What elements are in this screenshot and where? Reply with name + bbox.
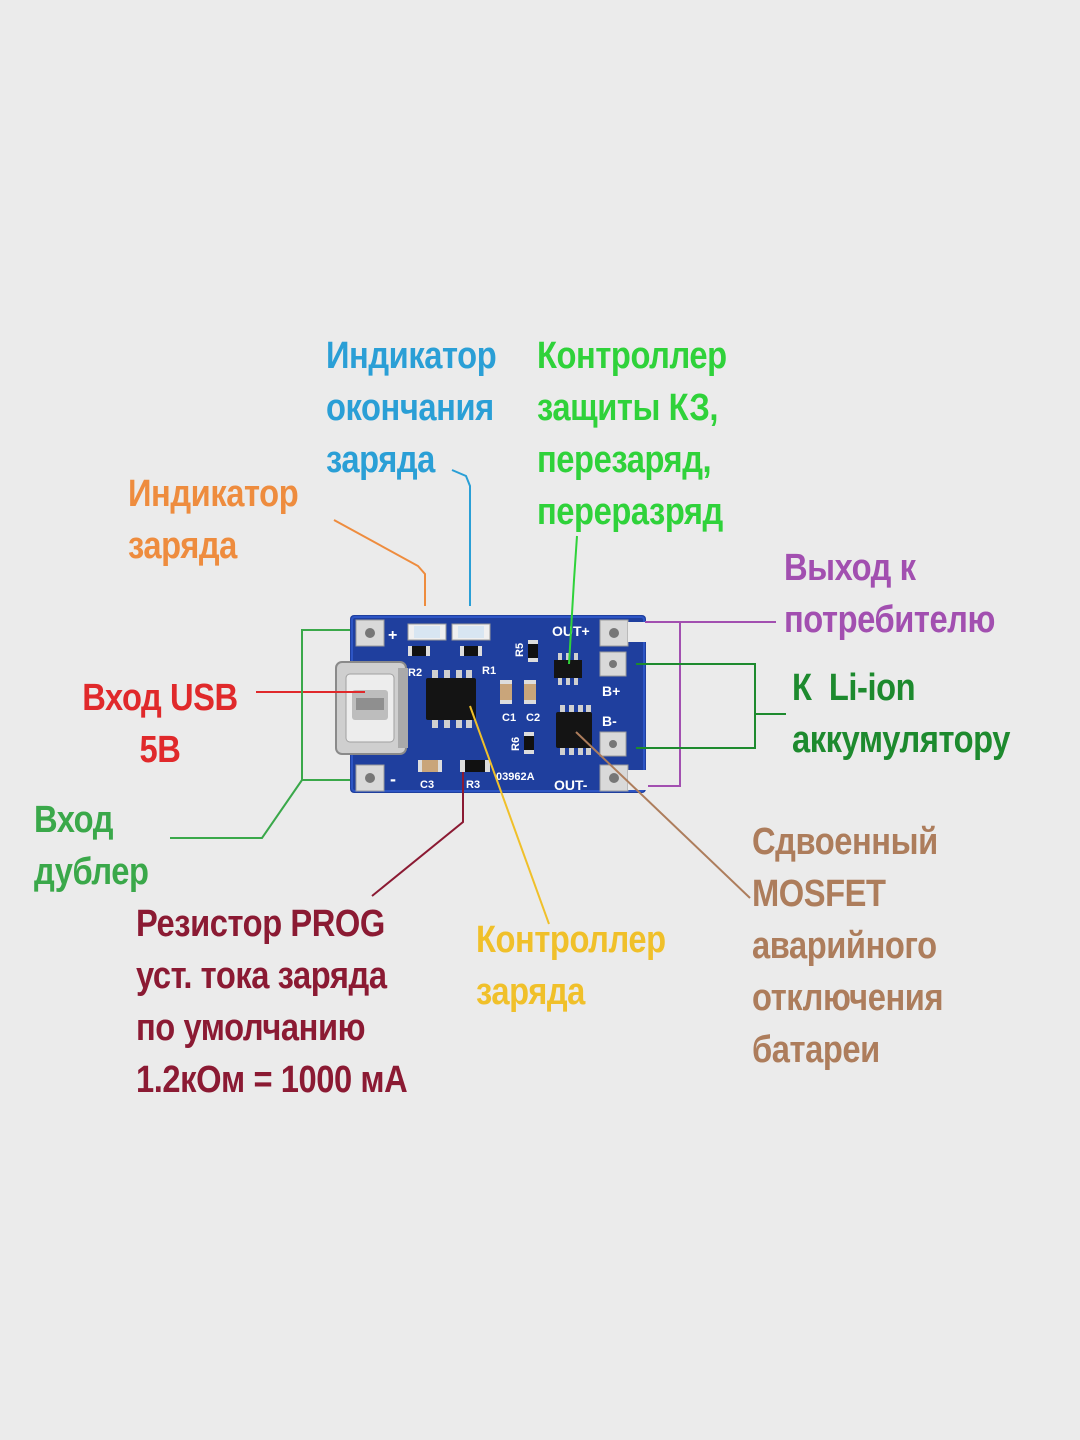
silk-c1: C1 bbox=[502, 712, 516, 724]
protection-controller-line-3: перезаряд, bbox=[537, 439, 712, 481]
led-charging bbox=[407, 623, 447, 641]
silk-plus: + bbox=[388, 627, 397, 644]
dup-input-line-2: дублер bbox=[34, 851, 149, 893]
capacitor-c2 bbox=[524, 680, 536, 704]
silk-r2: R2 bbox=[408, 667, 422, 679]
pad-b-minus bbox=[599, 731, 627, 757]
mosfet-line-1: Сдвоенный bbox=[752, 821, 938, 863]
mosfet-line-2: MOSFET bbox=[752, 873, 886, 915]
mosfet-line-3: аварийного bbox=[752, 925, 937, 967]
label-usb-input: Вход USB 5В bbox=[74, 672, 246, 776]
protection-controller-chip bbox=[554, 653, 582, 685]
pad-out-plus bbox=[599, 619, 629, 647]
resistor-r1 bbox=[460, 646, 482, 656]
label-charge-indicator: Индикатор заряда bbox=[128, 468, 299, 572]
silk-r1: R1 bbox=[482, 665, 496, 677]
resistor-r5 bbox=[528, 640, 538, 662]
silk-out-minus: OUT- bbox=[554, 777, 588, 793]
capacitor-c1 bbox=[500, 680, 512, 704]
usb-input-line-2: 5В bbox=[139, 729, 181, 771]
silk-b-minus: B- bbox=[602, 713, 617, 729]
leader-prog-resistor bbox=[371, 772, 464, 897]
mosfet-line-4: отключения bbox=[752, 977, 944, 1019]
label-protection-controller: Контроллер защиты КЗ, перезаряд, перераз… bbox=[537, 330, 727, 538]
label-prog-resistor: Резистор PROG уст. тока заряда по умолча… bbox=[136, 898, 408, 1106]
charge-indicator-line-1: Индикатор bbox=[128, 473, 299, 515]
leader-dup-input-arm bbox=[170, 779, 303, 839]
silk-model: 03962A bbox=[496, 771, 535, 783]
dup-input-line-1: Вход bbox=[34, 799, 114, 841]
resistor-r6 bbox=[524, 732, 534, 754]
micro-usb-connector bbox=[335, 661, 408, 755]
silk-c2: C2 bbox=[526, 712, 540, 724]
protection-controller-line-4: переразряд bbox=[537, 491, 723, 533]
charge-controller-line-2: заряда bbox=[476, 971, 585, 1013]
silk-r3: R3 bbox=[466, 779, 480, 791]
leader-mosfet bbox=[575, 731, 751, 899]
charge-controller-chip bbox=[426, 670, 476, 728]
dual-mosfet-chip bbox=[556, 705, 592, 755]
protection-controller-line-2: защиты КЗ, bbox=[537, 387, 719, 429]
silk-r6: R6 bbox=[510, 737, 522, 751]
capacitor-c3 bbox=[418, 760, 442, 772]
label-battery: К Li-ion аккумулятору bbox=[792, 662, 1010, 766]
full-indicator-line-2: окончания bbox=[326, 387, 494, 429]
prog-resistor-line-2: уст. тока заряда bbox=[136, 955, 387, 997]
prog-resistor-line-1: Резистор PROG bbox=[136, 903, 385, 945]
silk-minus: - bbox=[390, 769, 396, 789]
full-indicator-line-1: Индикатор bbox=[326, 335, 497, 377]
usb-input-line-1: Вход USB bbox=[82, 677, 238, 719]
label-full-indicator: Индикатор окончания заряда bbox=[326, 330, 497, 486]
led-full bbox=[451, 623, 491, 641]
resistor-r3-prog bbox=[460, 760, 490, 772]
mosfet-line-5: батареи bbox=[752, 1029, 880, 1071]
protection-controller-line-1: Контроллер bbox=[537, 335, 727, 377]
prog-resistor-line-4: 1.2кОм = 1000 мА bbox=[136, 1059, 408, 1101]
charge-indicator-line-2: заряда bbox=[128, 525, 237, 567]
leader-charge-controller bbox=[469, 705, 550, 925]
leader-protection-controller bbox=[568, 535, 578, 665]
leader-output-top bbox=[645, 621, 681, 787]
output-line-1: Выход к bbox=[784, 547, 916, 589]
leader-dup-input bbox=[301, 629, 350, 781]
leader-charge-indicator bbox=[333, 519, 426, 606]
pad-in-plus bbox=[355, 619, 385, 647]
pad-b-plus bbox=[599, 651, 627, 677]
battery-line-1: К Li-ion bbox=[792, 667, 916, 709]
resistor-r2 bbox=[408, 646, 430, 656]
label-dup-input: Вход дублер bbox=[34, 794, 149, 898]
charge-controller-line-1: Контроллер bbox=[476, 919, 666, 961]
prog-resistor-line-3: по умолчанию bbox=[136, 1007, 366, 1049]
silk-b-plus: B+ bbox=[602, 683, 620, 699]
full-indicator-line-3: заряда bbox=[326, 439, 435, 481]
leader-full-indicator bbox=[451, 469, 471, 606]
silk-c3: C3 bbox=[420, 779, 434, 791]
output-line-2: потребителю bbox=[784, 599, 995, 641]
battery-line-2: аккумулятору bbox=[792, 719, 1011, 761]
label-charge-controller: Контроллер заряда bbox=[476, 914, 666, 1018]
label-mosfet: Сдвоенный MOSFET аварийного отключения б… bbox=[752, 816, 944, 1076]
label-output: Выход к потребителю bbox=[784, 542, 995, 646]
leader-battery bbox=[636, 663, 756, 749]
silk-r5: R5 bbox=[514, 643, 526, 657]
pad-in-minus bbox=[355, 764, 385, 792]
